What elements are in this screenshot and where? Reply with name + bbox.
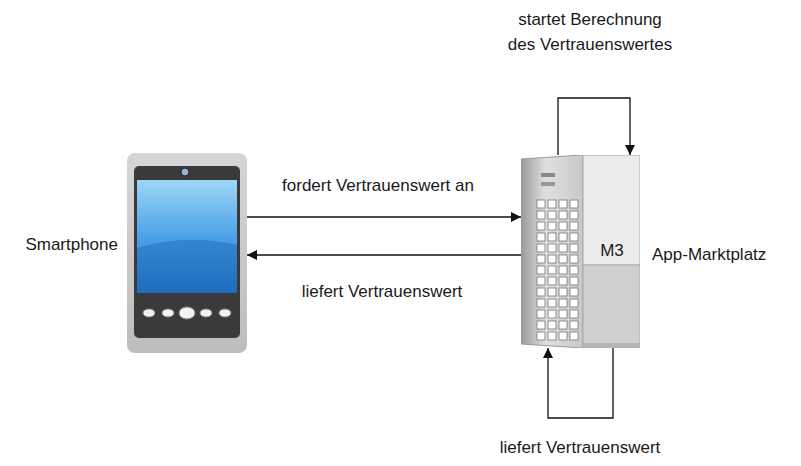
flow-arrow	[247, 216, 521, 217]
server-panel-label: M3	[600, 241, 624, 261]
flow-arrow	[558, 98, 630, 155]
server-icon: M3App-Marktplatz	[521, 155, 640, 348]
server-label: App-Marktplatz	[652, 245, 766, 265]
flow-arrow	[247, 254, 521, 255]
device-label: Smartphone	[25, 235, 118, 255]
edge-label: fordert Vertrauenswert an	[248, 173, 508, 198]
flow-arrow	[548, 348, 613, 418]
phone-drawing	[127, 153, 247, 353]
edge-label: liefert Vertrauenswert	[450, 435, 710, 460]
edge-label: liefert Vertrauenswert	[252, 279, 512, 304]
smartphone-icon: Smartphone	[127, 153, 247, 353]
edge-label: startet Berechnung des Vertrauenswertes	[485, 7, 695, 57]
